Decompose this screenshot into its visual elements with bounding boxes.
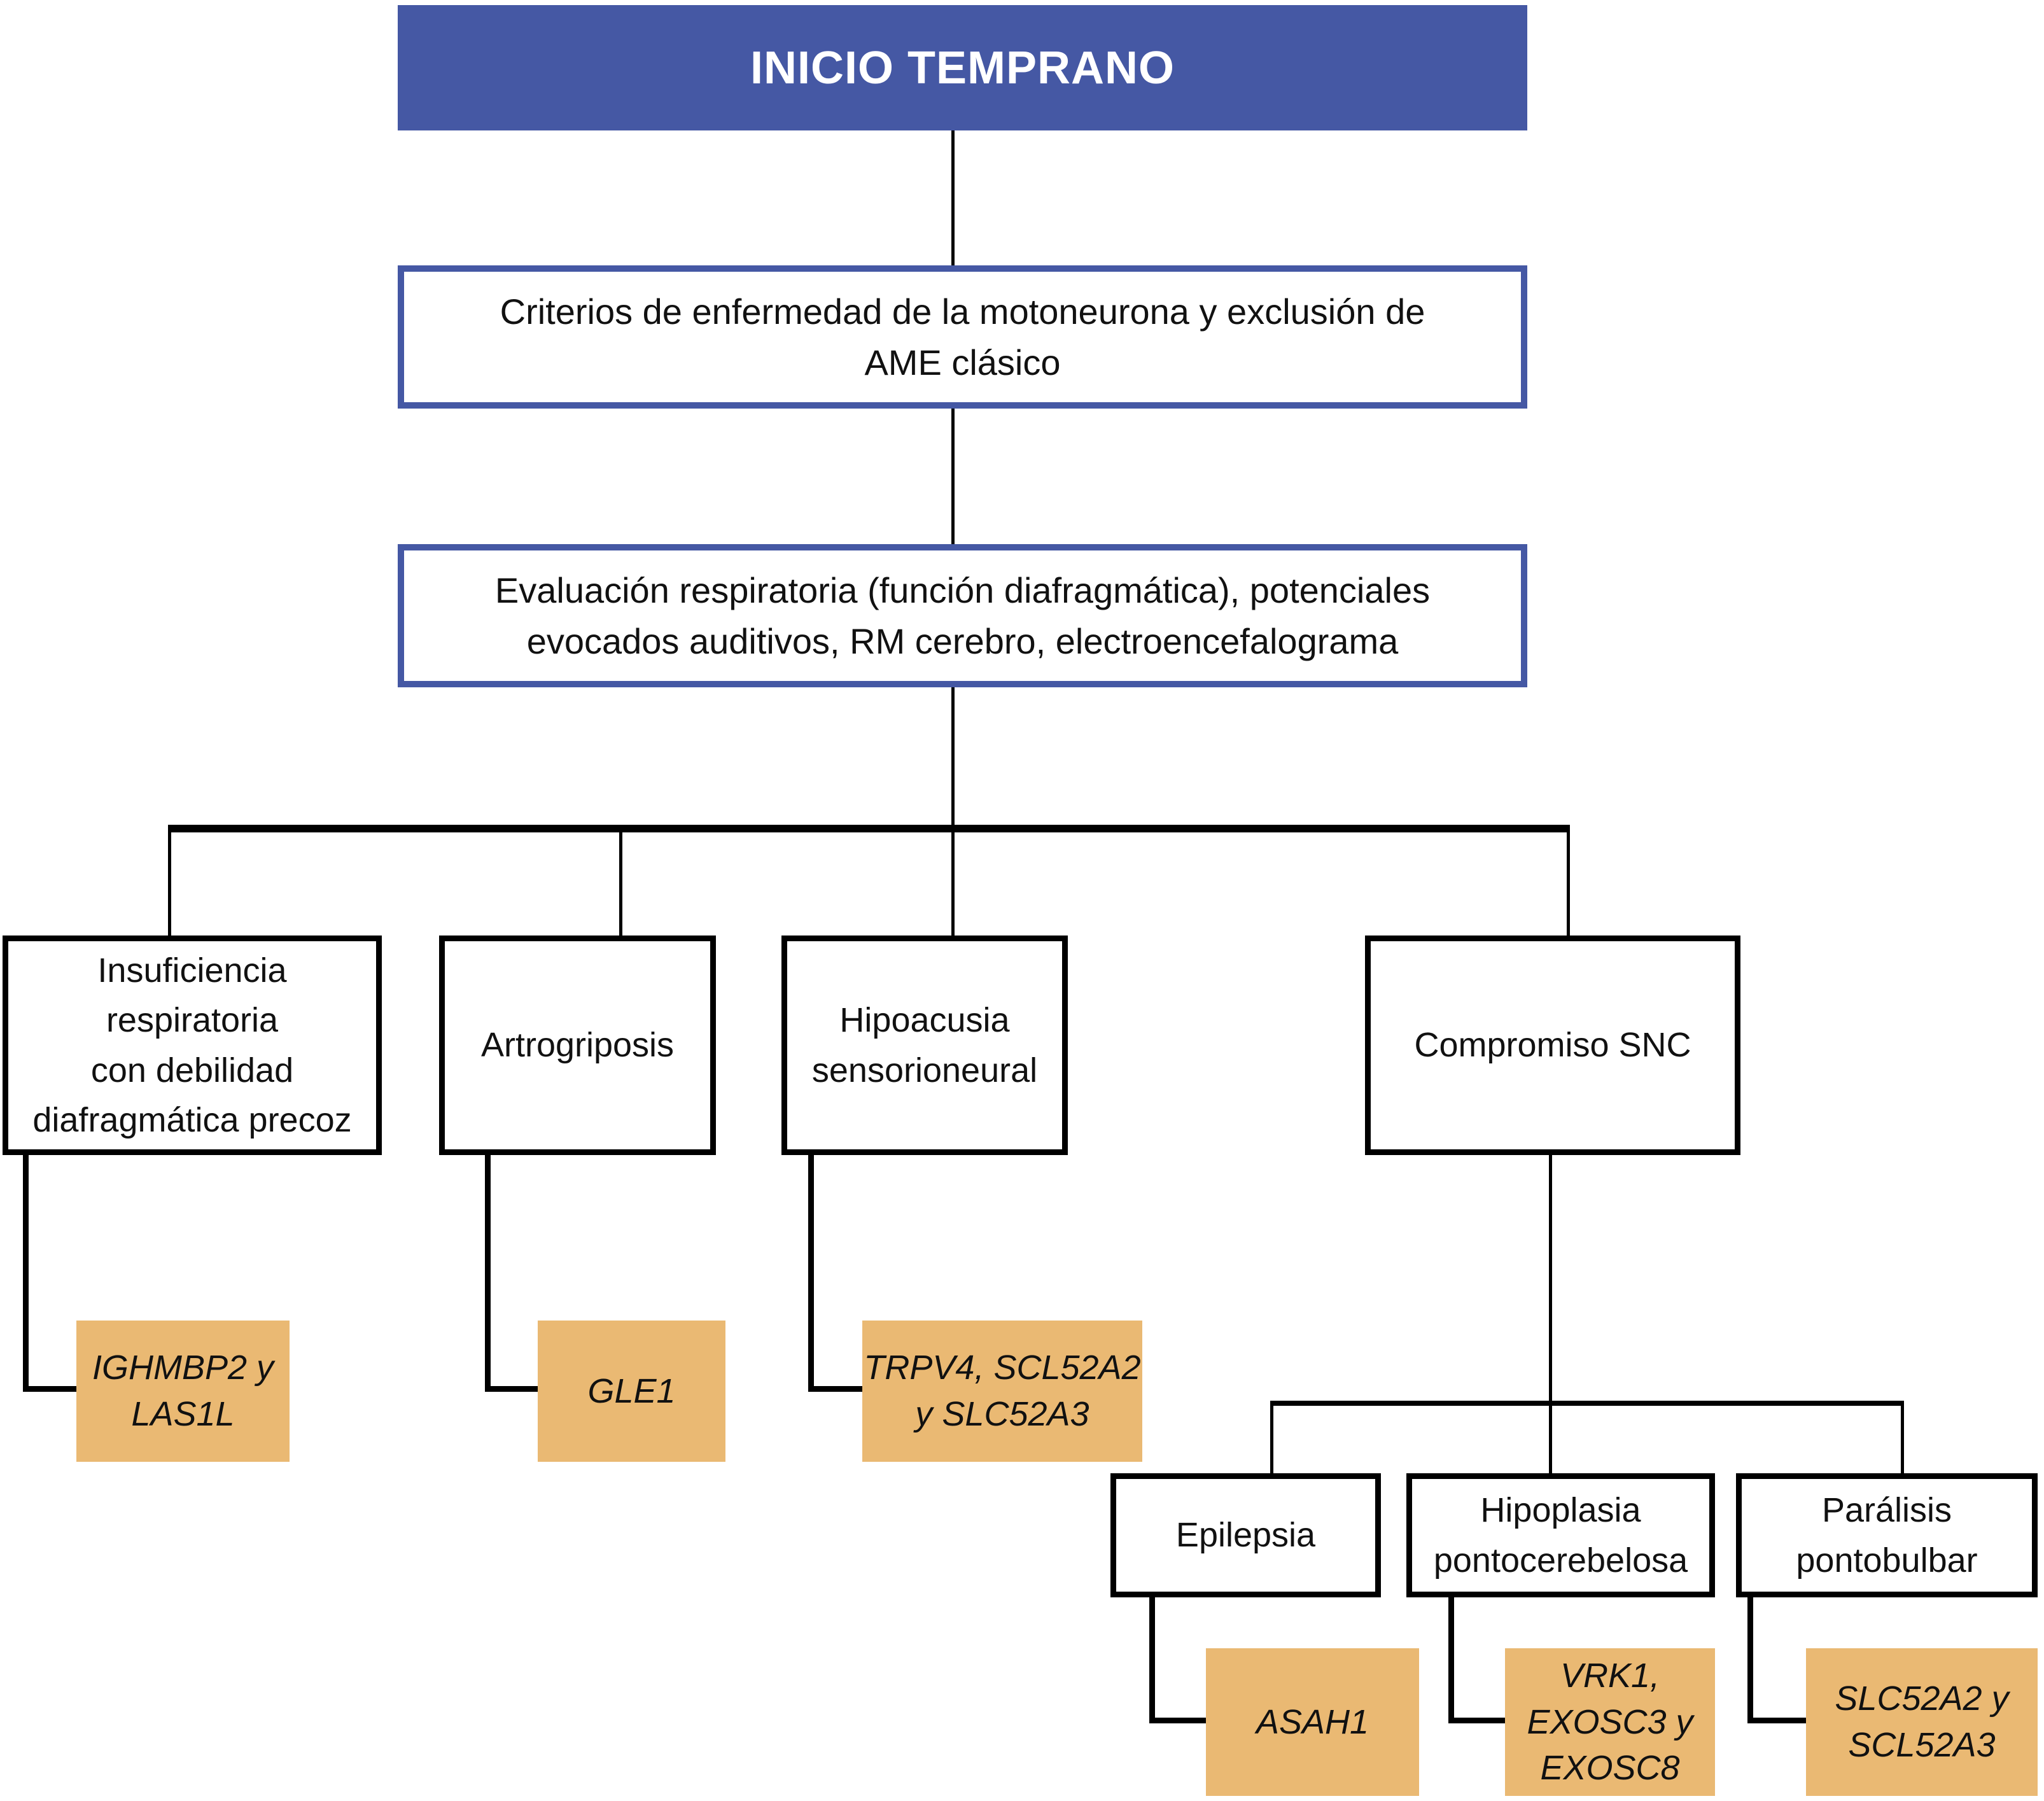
connector-evaluation-branchbar <box>951 687 955 829</box>
elbow-hearing-genes-h <box>808 1386 862 1392</box>
evaluation-node: Evaluación respiratoria (función diafrag… <box>398 544 1527 687</box>
gene-box-hearing-loss: TRPV4, SCL52A2 y SLC52A3 <box>862 1321 1142 1462</box>
gene-box-hypoplasia-label: VRK1, EXOSC3 y EXOSC8 <box>1527 1656 1693 1788</box>
cns-sub-bar <box>1270 1401 1904 1406</box>
sub-epilepsy-node: Epilepsia <box>1110 1473 1381 1597</box>
sub-epilepsy-label: Epilepsia <box>1175 1516 1316 1555</box>
elbow-palsy-genes-h <box>1747 1718 1806 1723</box>
elbow-hypoplasia-genes-v <box>1448 1597 1454 1723</box>
branch-hearing-loss-node: Hipoacusia sensorioneural <box>781 936 1068 1155</box>
elbow-hypoplasia-genes-h <box>1448 1718 1505 1723</box>
gene-box-arthrogryposis: GLE1 <box>538 1321 725 1462</box>
elbow-respiratory-genes-h <box>23 1386 76 1392</box>
branch-arthrogryposis-node: Artrogriposis <box>439 936 716 1155</box>
gene-box-epilepsy: ASAH1 <box>1206 1648 1419 1796</box>
branch-arthrogryposis-label: Artrogriposis <box>480 1026 675 1065</box>
gene-box-arthrogryposis-label: GLE1 <box>587 1371 676 1410</box>
branch-bar <box>168 825 1570 832</box>
gene-box-respiratory: IGHMBP2 y LAS1L <box>76 1321 290 1462</box>
elbow-arthrogryposis-genes-v <box>485 1155 491 1392</box>
drop-arthrogryposis <box>619 832 622 936</box>
branch-cns-label: Compromiso SNC <box>1414 1026 1691 1065</box>
branch-respiratory-label: Insuficiencia respiratoria con debilidad… <box>32 951 352 1139</box>
elbow-epilepsy-genes-h <box>1149 1718 1206 1723</box>
connector-root-criteria <box>951 130 955 267</box>
drop-hypoplasia <box>1549 1406 1552 1473</box>
branch-respiratory-node: Insuficiencia respiratoria con debilidad… <box>3 936 382 1155</box>
drop-hearing-loss <box>951 832 955 936</box>
gene-box-hearing-loss-label: TRPV4, SCL52A2 y SLC52A3 <box>864 1349 1141 1433</box>
elbow-hearing-genes-v <box>808 1155 814 1392</box>
root-node: INICIO TEMPRANO <box>398 5 1527 130</box>
drop-epilepsy <box>1270 1406 1273 1473</box>
gene-box-epilepsy-label: ASAH1 <box>1256 1702 1369 1741</box>
branch-hearing-loss-label: Hipoacusia sensorioneural <box>811 1001 1038 1090</box>
sub-hypoplasia-node: Hipoplasia pontocerebelosa <box>1406 1473 1715 1597</box>
sub-hypoplasia-label: Hipoplasia pontocerebelosa <box>1433 1491 1688 1580</box>
gene-box-palsy: SLC52A2 y SCL52A3 <box>1806 1648 2038 1796</box>
gene-box-palsy-label: SLC52A2 y SCL52A3 <box>1835 1679 2009 1764</box>
elbow-respiratory-genes-v <box>23 1155 29 1392</box>
sub-palsy-label: Parálisis pontobulbar <box>1796 1491 1978 1580</box>
elbow-epilepsy-genes-v <box>1149 1597 1155 1723</box>
criteria-node: Criterios de enfermedad de la motoneuron… <box>398 265 1527 409</box>
connector-cns-subbar <box>1549 1155 1552 1406</box>
gene-box-respiratory-label: IGHMBP2 y LAS1L <box>92 1349 274 1433</box>
gene-box-hypoplasia: VRK1, EXOSC3 y EXOSC8 <box>1505 1648 1715 1796</box>
drop-respiratory <box>168 832 171 936</box>
connector-criteria-evaluation <box>951 409 955 546</box>
root-node-label: INICIO TEMPRANO <box>750 42 1175 94</box>
criteria-node-label: Criterios de enfermedad de la motoneuron… <box>500 291 1425 382</box>
evaluation-node-label: Evaluación respiratoria (función diafrag… <box>494 570 1431 661</box>
elbow-palsy-genes-v <box>1747 1597 1753 1723</box>
sub-palsy-node: Parálisis pontobulbar <box>1736 1473 2038 1597</box>
drop-palsy <box>1901 1406 1904 1473</box>
branch-cns-node: Compromiso SNC <box>1365 936 1740 1155</box>
elbow-arthrogryposis-genes-h <box>485 1386 538 1392</box>
drop-cns <box>1567 832 1570 936</box>
